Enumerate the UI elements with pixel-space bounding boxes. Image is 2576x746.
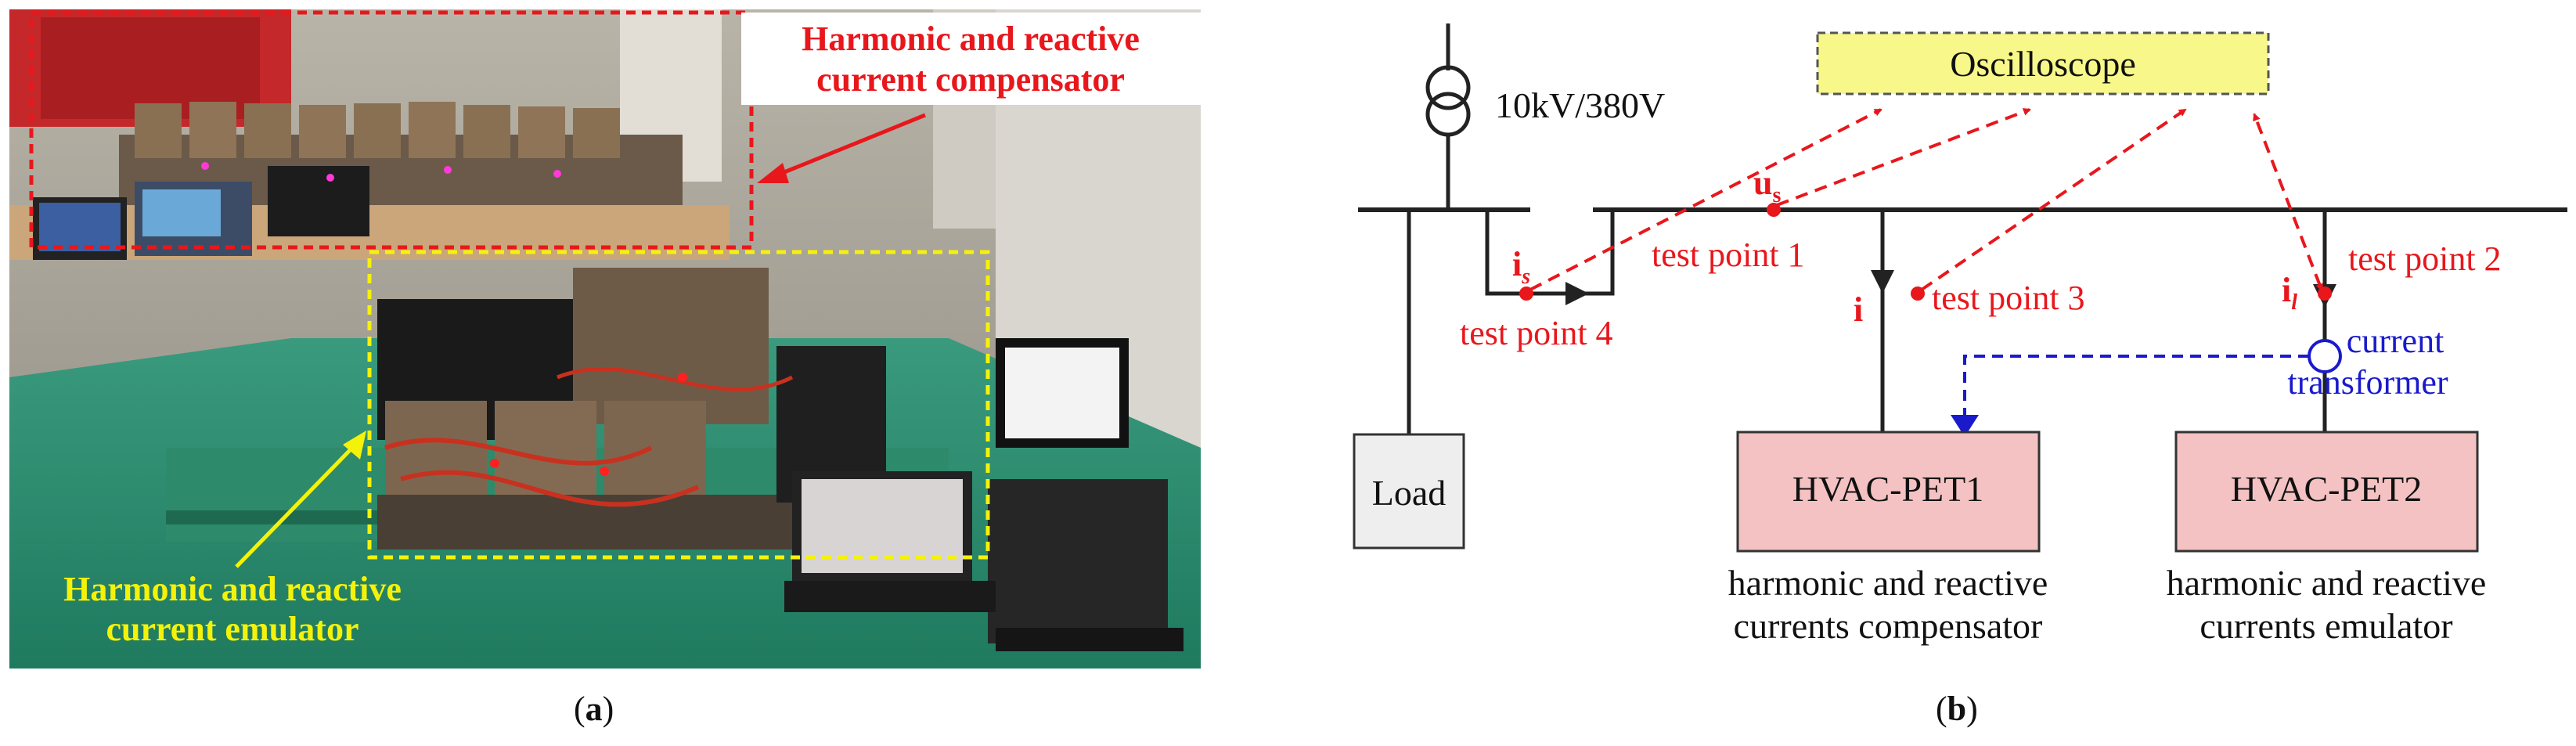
pet1-label: HVAC-PET1: [1792, 469, 1984, 509]
link-test-point-2: [2253, 113, 2323, 292]
link-test-point-1: [1776, 108, 2031, 207]
pet1-box: [1736, 431, 2041, 553]
emulator-arrow: [235, 445, 355, 568]
emulator-highlight-box: [367, 250, 990, 560]
oscilloscope-box: [1816, 31, 2270, 96]
panel-a: Harmonic and reactive current compensato…: [9, 9, 1201, 669]
ct-signal-arrowhead: [1951, 415, 1979, 437]
compensator-arrow: [776, 113, 926, 178]
is-direction-arrow: [1565, 282, 1589, 305]
us-label: us: [1753, 164, 1781, 207]
compensator-highlight-box: [29, 10, 754, 250]
pet2-label: HVAC-PET2: [2231, 469, 2423, 509]
emulator-modules: [377, 268, 1168, 643]
test-point-2-label: test point 2: [2348, 240, 2502, 278]
pet1-desc-line2: currents compensator: [1734, 606, 2043, 646]
caption-a: (a): [574, 690, 614, 728]
caption-b: (b): [1936, 690, 1978, 728]
bridge-wire: [1485, 210, 1615, 296]
emulator-label-line1: Harmonic and reactive: [63, 570, 402, 608]
pet2-desc-line2: currents emulator: [2200, 606, 2452, 646]
compensator-label-bg: [741, 13, 1201, 105]
emulator-label-line2: current emulator: [106, 610, 359, 648]
test-point-3-dot: [1911, 287, 1925, 301]
compensator-label-line2: current compensator: [816, 60, 1125, 99]
ct-label-line1: current: [2347, 322, 2444, 360]
i-direction-arrow: [1871, 270, 1894, 294]
test-point-2-dot: [2318, 287, 2332, 301]
load-label: Load: [1372, 473, 1447, 513]
transformer-icon: [1425, 23, 1471, 210]
pet1-desc-line1: harmonic and reactive: [1728, 563, 2048, 603]
ct-label-line2: transformer: [2287, 363, 2448, 402]
lab-photo: Harmonic and reactive current compensato…: [9, 9, 1201, 669]
pet2-desc-line1: harmonic and reactive: [2167, 563, 2487, 603]
test-point-1-dot: [1767, 203, 1781, 217]
compensator-label-line1: Harmonic and reactive: [802, 20, 1140, 58]
test-point-1-label: test point 1: [1652, 236, 1805, 274]
il-label: il: [2282, 271, 2297, 315]
compensator-modules: [119, 102, 683, 236]
circuit-diagram: 10kV/380V Load current transformer HVAC-…: [1353, 23, 2567, 646]
test-point-4-label: test point 4: [1460, 314, 1613, 352]
link-test-point-4: [1529, 108, 1882, 291]
i-label: i: [1854, 290, 1863, 329]
link-test-point-3: [1920, 108, 2187, 291]
pc-tower: [988, 479, 1168, 643]
ct-signal-line: [1963, 355, 2309, 415]
panel-b: 10kV/380V Load current transformer HVAC-…: [1331, 0, 2576, 673]
test-point-4-dot: [1519, 287, 1533, 301]
load-box: [1353, 433, 1465, 550]
test-point-3-label: test point 3: [1932, 279, 2085, 317]
transformer-label: 10kV/380V: [1495, 85, 1665, 125]
pet2-box: [2174, 431, 2479, 553]
oscilloscope-label: Oscilloscope: [1950, 44, 2136, 84]
is-label: is: [1512, 245, 1530, 289]
